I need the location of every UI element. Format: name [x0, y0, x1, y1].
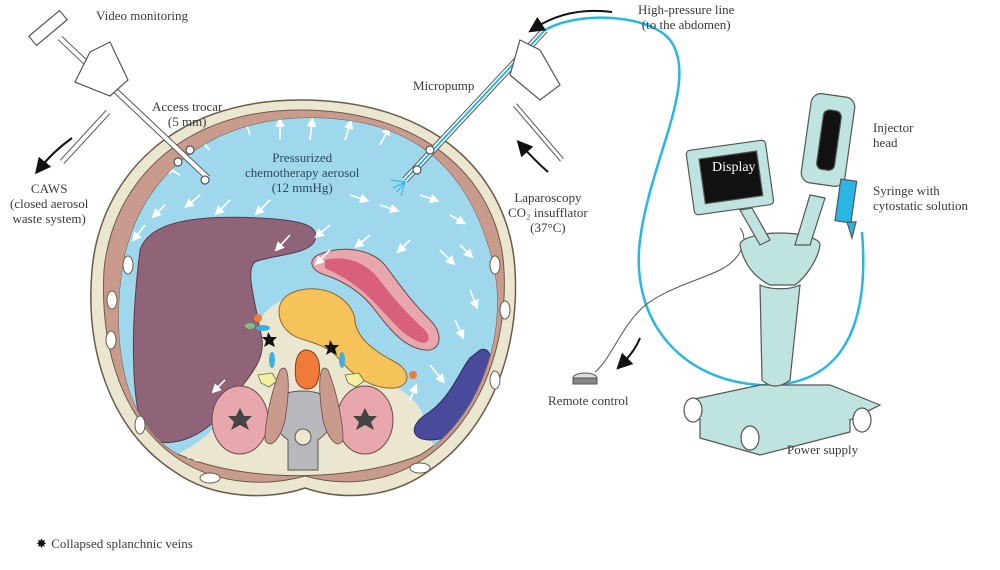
label-access-trocar: Access trocar (5 mm) — [152, 99, 223, 129]
label-aerosol: Pressurized chemotherapy aerosol (12 mmH… — [245, 150, 360, 195]
collapsed-vein-star — [262, 332, 277, 347]
adrenal — [257, 372, 278, 388]
aerosol-flow-arrow — [396, 239, 411, 254]
pancreas — [278, 288, 408, 389]
aerosol-flow-arrow — [449, 214, 467, 225]
aorta — [294, 349, 320, 390]
aerosol-flow-arrow — [151, 204, 166, 219]
vessel — [254, 314, 262, 322]
legend-text: Collapsed splanchnic veins — [51, 536, 193, 551]
legend: ✸ Collapsed splanchnic veins — [36, 536, 193, 551]
aerosol-flow-arrow — [314, 249, 331, 266]
stomach-lumen — [325, 258, 429, 343]
ureter — [269, 352, 275, 368]
aerosol-flow-arrow — [184, 194, 201, 209]
adrenal — [344, 372, 365, 388]
insufflator-arrow — [516, 140, 549, 173]
aerosol-flow-arrow — [254, 199, 271, 216]
caws-arrow — [35, 137, 73, 175]
aerosol-flow-arrow — [379, 203, 400, 214]
remote-cable — [594, 227, 745, 373]
micropump-trocar — [402, 27, 564, 183]
psoas — [264, 367, 289, 445]
aerosol-flow-arrow — [314, 224, 331, 239]
vessel — [256, 325, 270, 331]
spinal-canal — [294, 428, 312, 446]
star-icon: ✸ — [36, 536, 47, 551]
kidney-pelvis-star — [228, 408, 252, 430]
label-power-supply: Power supply — [787, 442, 859, 457]
remote-arrow — [616, 337, 641, 370]
spray-lines — [390, 179, 406, 197]
aerosol-flow-arrow — [132, 224, 146, 242]
hp-line-arrow — [528, 9, 613, 33]
aerosol-flow-arrow — [343, 119, 354, 141]
vessel — [245, 323, 255, 329]
aerosol-flow-arrow — [274, 234, 291, 252]
aerosol-flow-arrow — [439, 249, 456, 266]
collapsed-vein-star — [324, 340, 339, 355]
injector-cart — [685, 93, 882, 456]
label-insufflator: Laparoscopy CO₂ insufflator (37°C) — [508, 190, 588, 235]
aerosol-flow-arrow — [214, 199, 231, 216]
label-high-pressure-line: High-pressure line (to the abdomen) — [638, 2, 735, 32]
vessel — [409, 371, 417, 379]
label-video-monitoring: Video monitoring — [96, 8, 189, 23]
aerosol-flow-arrow — [419, 193, 440, 204]
aerosol-flow-arrow — [469, 289, 479, 310]
aerosol-flow-arrow — [454, 319, 465, 340]
cart-wheels — [683, 397, 872, 451]
display-screen-label: Display — [712, 160, 756, 175]
aerosol-flow-arrow — [459, 244, 474, 259]
ureter — [339, 352, 345, 368]
aerosol-flow-arrow — [306, 118, 317, 141]
aerosol-flow-arrow — [379, 125, 391, 146]
label-injector-head: Injector head — [873, 120, 914, 150]
aerosol-flow-arrow — [408, 383, 418, 401]
aerosol-flow-arrow — [354, 234, 371, 249]
aerosol-flow-arrow — [349, 193, 370, 204]
high-pressure-line — [544, 16, 865, 387]
aerosol-flow-arrow — [211, 379, 226, 394]
label-micropump: Micropump — [413, 78, 475, 93]
aerosol-flow-arrow — [429, 364, 445, 384]
kidney-pelvis-star — [353, 408, 377, 430]
label-remote-control: Remote control — [548, 393, 629, 408]
psoas — [319, 367, 344, 445]
label-caws: CAWS (closed aerosol waste system) — [10, 181, 89, 226]
video-trocar — [27, 9, 211, 185]
label-syringe: Syringe with cytostatic solution — [873, 183, 968, 213]
